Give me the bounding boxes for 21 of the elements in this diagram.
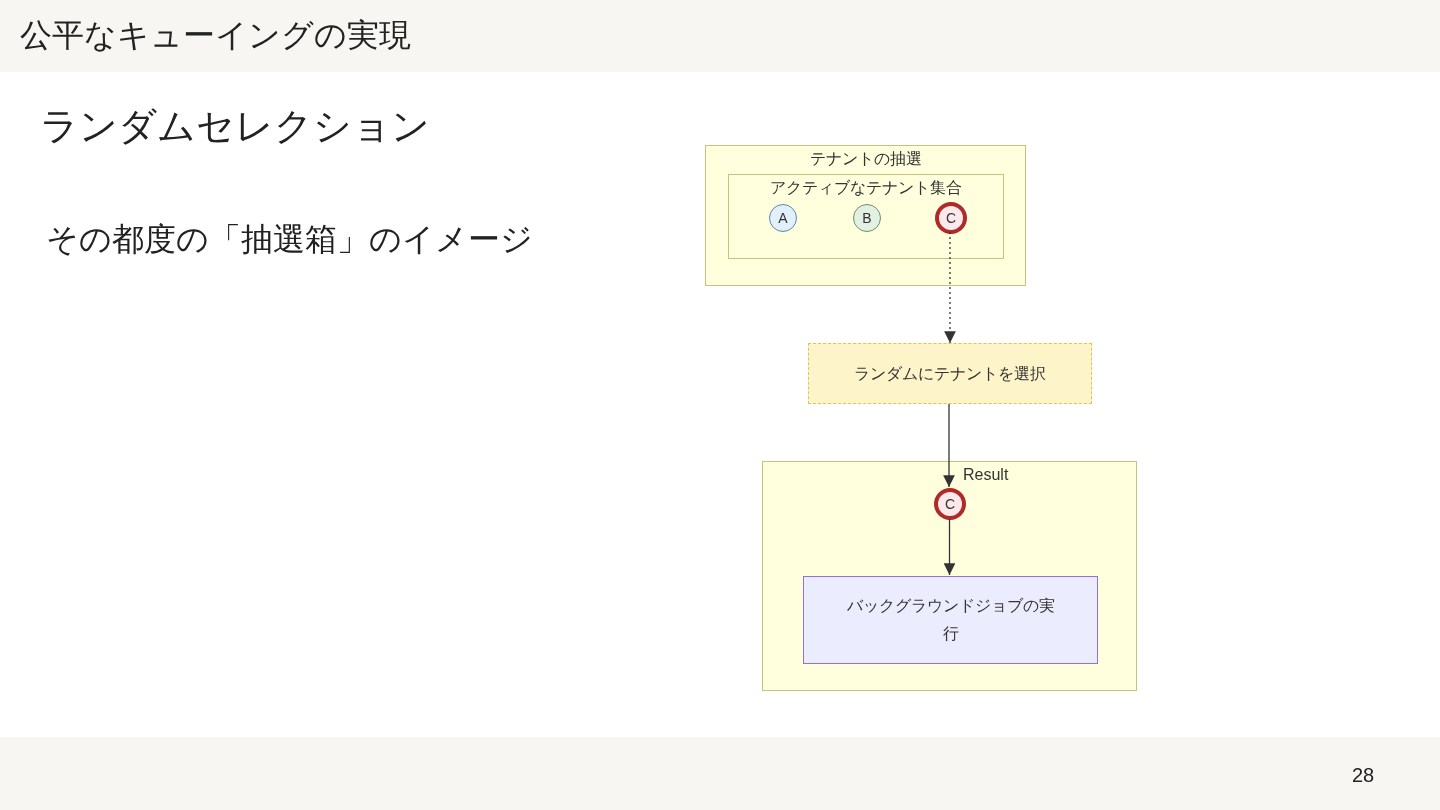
group-title: Result	[963, 465, 1009, 485]
arrow	[944, 231, 956, 344]
page-number: 28	[1352, 763, 1375, 787]
group-title: アクティブなテナント集合	[769, 178, 963, 198]
group-box	[705, 145, 1026, 286]
section-heading: ランダムセレクション	[40, 104, 430, 149]
group-box	[762, 461, 1137, 691]
process-box	[808, 343, 1092, 404]
tenant-letter: A	[778, 211, 788, 225]
tenant-letter: C	[944, 497, 956, 511]
process-label: ランダムにテナントを選択	[853, 363, 1047, 384]
tenant-letter: C	[945, 211, 957, 225]
tenant-letter: B	[862, 211, 872, 225]
process-label: バックグラウンドジョブの実行	[845, 596, 1056, 644]
page-title: 公平なキューイングの実現	[20, 16, 411, 55]
process-box	[803, 576, 1098, 664]
group-title: テナントの抽選	[808, 149, 923, 169]
subheading: その都度の「抽選箱」のイメージ	[46, 220, 533, 259]
group-box	[728, 174, 1004, 259]
arrow	[943, 403, 955, 488]
arrow	[943, 518, 956, 576]
